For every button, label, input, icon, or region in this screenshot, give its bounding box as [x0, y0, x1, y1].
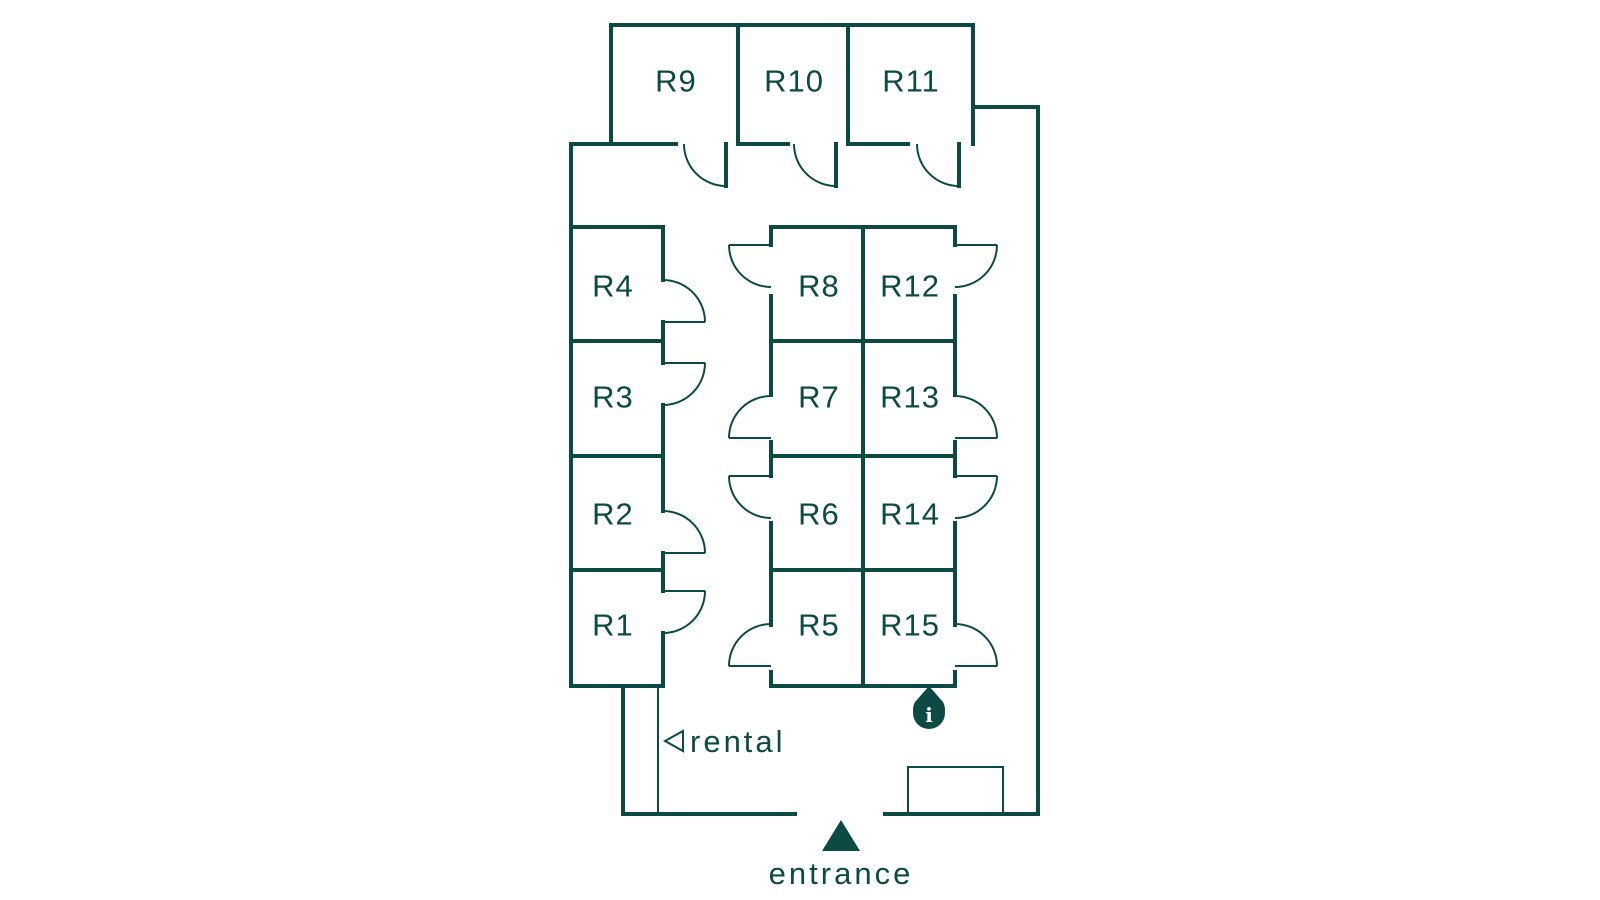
entrance-annotation: entrance	[769, 820, 914, 891]
rental-label: rental	[690, 724, 786, 759]
entrance-label: entrance	[769, 856, 914, 891]
room-label-r12: R12	[880, 269, 940, 304]
room-label-r4: R4	[592, 269, 634, 304]
room-label-r15: R15	[880, 608, 940, 643]
room-label-r13: R13	[880, 380, 940, 415]
reception-desk	[907, 766, 1004, 815]
room-label-r8: R8	[798, 269, 840, 304]
room-label-r9: R9	[655, 64, 697, 99]
interior-details	[657, 686, 1004, 815]
left-room-block	[569, 225, 706, 688]
room-label-r1: R1	[592, 608, 634, 643]
room-label-r7: R7	[798, 380, 840, 415]
room-label-r11: R11	[882, 64, 940, 99]
up-triangle-solid-icon	[822, 820, 860, 851]
room-label-r5: R5	[798, 608, 840, 643]
info-pin-icon: i	[913, 686, 945, 729]
room-label-r14: R14	[880, 497, 940, 532]
room-label-r3: R3	[592, 380, 634, 415]
room-labels: R9 R10 R11 R4 R3 R2 R1 R8 R7 R6 R5 R12 R…	[592, 64, 940, 643]
outer-walls	[569, 23, 1040, 816]
room-label-r2: R2	[592, 497, 634, 532]
room-label-r10: R10	[764, 64, 824, 99]
info-marker-label: i	[925, 703, 933, 727]
room-label-r6: R6	[798, 497, 840, 532]
top-room-doors	[683, 142, 961, 188]
left-triangle-outline-icon	[662, 729, 684, 753]
rental-annotation: rental	[662, 724, 786, 759]
center-room-block	[728, 225, 998, 688]
